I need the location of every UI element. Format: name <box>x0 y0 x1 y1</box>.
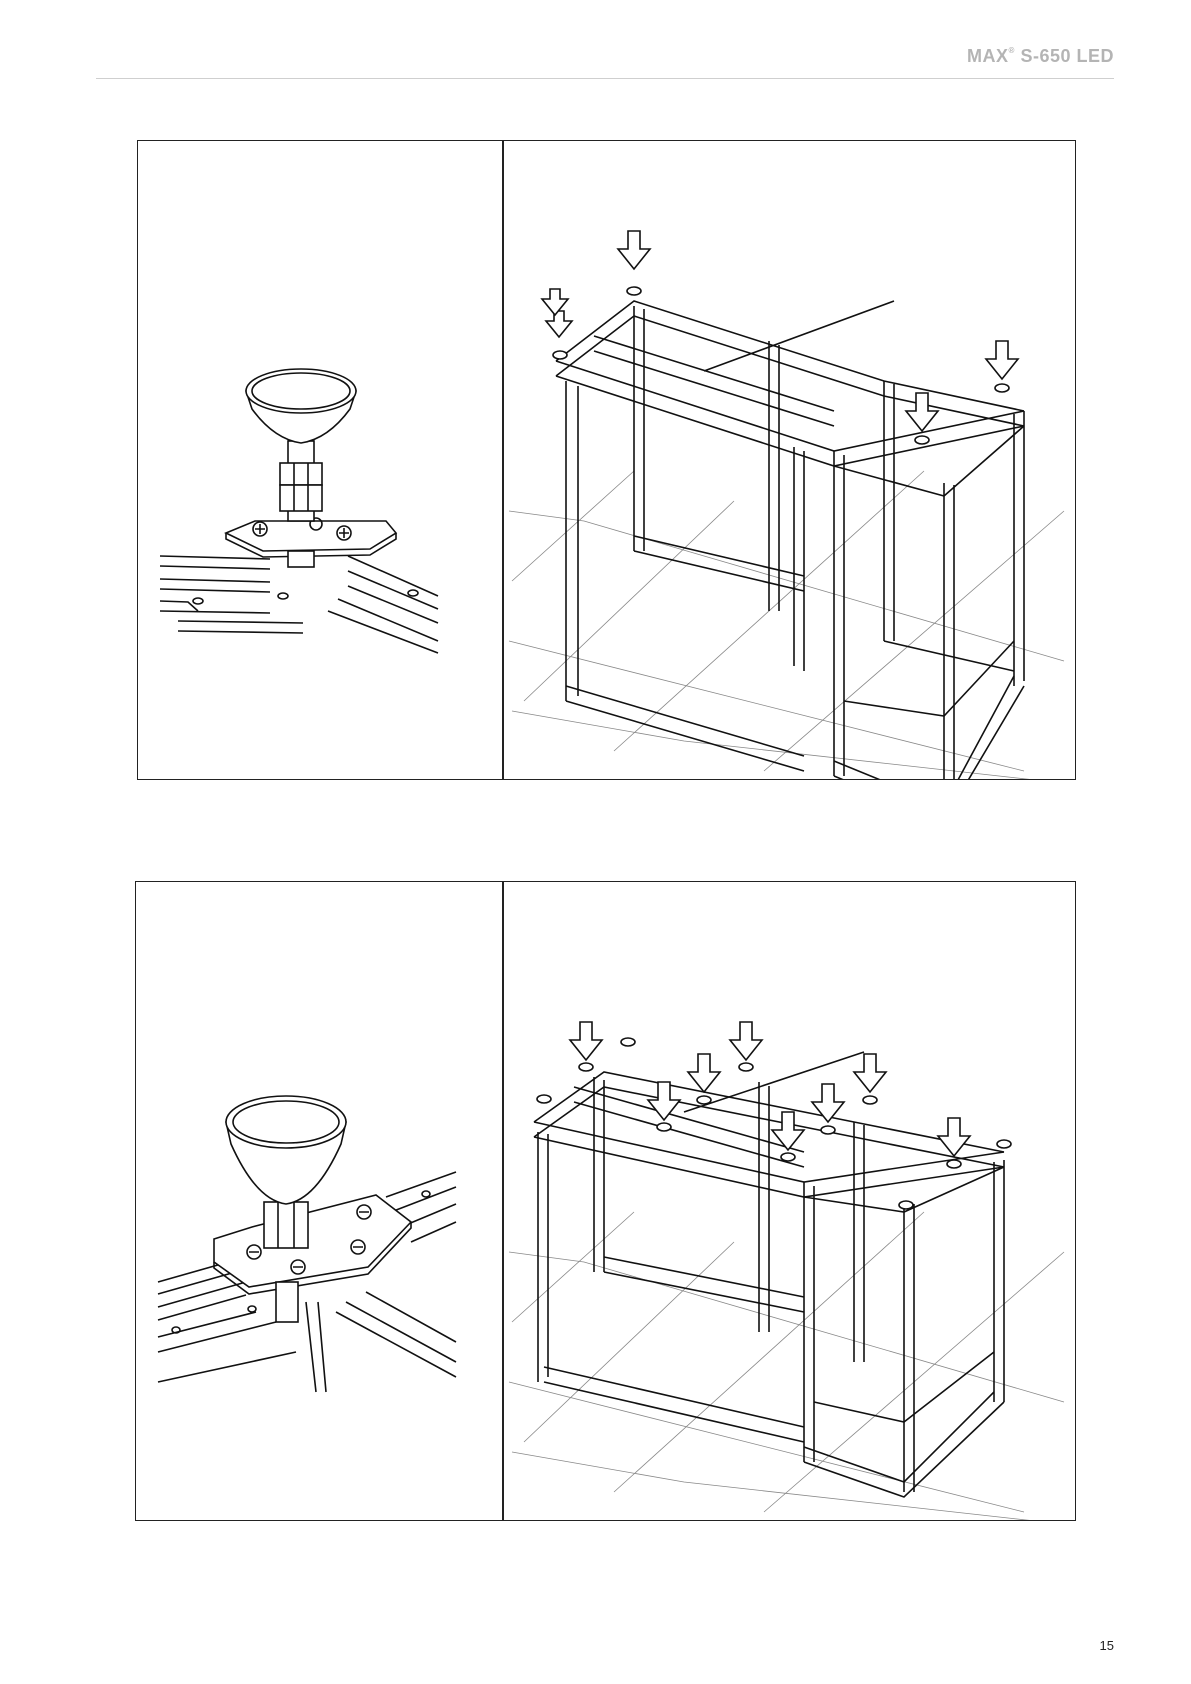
leveling-foot-detail-icon <box>136 882 502 1520</box>
assembly-cell-1 <box>504 141 1075 779</box>
assembly-step-panel-2 <box>135 881 1076 1521</box>
detail-cell-1 <box>138 141 502 779</box>
page-number: 15 <box>1100 1638 1114 1653</box>
registered-mark: ® <box>1009 46 1015 55</box>
detail-cell-2 <box>136 882 502 1520</box>
brand-name: MAX <box>967 46 1009 66</box>
assembly-cell-2 <box>504 882 1075 1520</box>
assembly-step-panel-1 <box>137 140 1076 780</box>
document-header-title: MAX® S-650 LED <box>967 46 1114 67</box>
model-name: S-650 LED <box>1020 46 1114 66</box>
leveling-foot-detail-icon <box>138 141 502 779</box>
frame-assembly-icon <box>504 882 1075 1520</box>
frame-assembly-icon <box>504 141 1075 779</box>
header-divider <box>96 78 1114 79</box>
